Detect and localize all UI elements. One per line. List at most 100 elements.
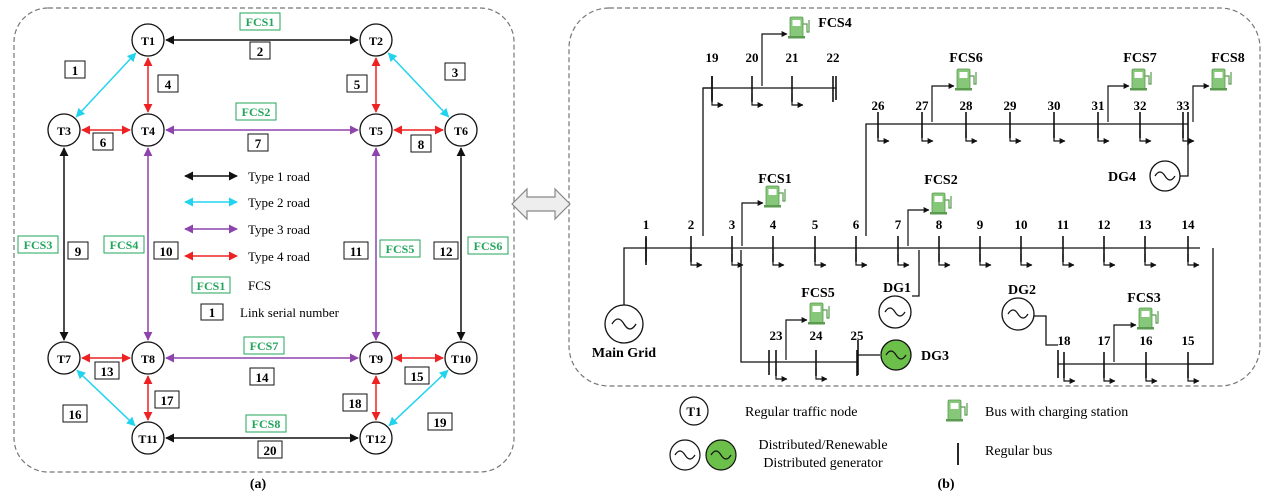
charging-station-icon-1 (764, 185, 786, 208)
traffic-node-label-t6: T6 (454, 124, 468, 138)
traffic-node-t7 (47, 341, 81, 375)
legend-fcs-sample: FCS1 (197, 279, 226, 293)
fcs-box-a-1 (239, 12, 281, 31)
traffic-node-label-t5: T5 (369, 124, 383, 138)
legend-type3-text: Type 3 road (248, 222, 310, 237)
link-number-box-12 (433, 241, 459, 260)
link-number-box-18 (342, 393, 368, 412)
road-link-3 (387, 52, 450, 118)
traffic-node-t10 (444, 341, 478, 375)
fcs-label-b-1: FCS1 (758, 172, 791, 187)
fcs-box-a-2 (235, 102, 277, 121)
road-link-1 (75, 52, 137, 118)
fcs-tap-3 (1113, 322, 1137, 362)
link-number-5: 5 (354, 77, 361, 92)
fcs-box-a-8 (245, 414, 287, 433)
bus-label-22: 22 (827, 50, 840, 65)
fcs-label-b-5: FCS5 (801, 286, 834, 301)
bus-load-16 (1145, 370, 1158, 384)
link-number-10: 10 (160, 244, 173, 259)
dg3-label: DG3 (921, 349, 949, 364)
bus-label-4: 4 (770, 217, 777, 232)
link-number-box-13 (94, 361, 120, 380)
link-number-4: 4 (165, 77, 172, 92)
traffic-node-label-t2: T2 (369, 34, 383, 48)
traffic-node-label-t12: T12 (366, 432, 386, 446)
traffic-node-t3 (47, 113, 81, 147)
legend-charging-station-icon (946, 399, 968, 422)
bus-label-20: 20 (746, 50, 759, 65)
fcs-tap-2 (907, 207, 930, 246)
legend-gen-text-2: Distributed generator (763, 456, 883, 471)
bus-label-10: 10 (1015, 217, 1028, 232)
link-number-11: 11 (350, 244, 362, 259)
legend-node-sample: T1 (686, 404, 701, 419)
legend-link-box (200, 303, 224, 321)
link-number-box-14 (249, 367, 275, 386)
link-number-18: 18 (349, 396, 363, 411)
bus-label-3: 3 (729, 217, 736, 232)
traffic-node-t11 (131, 421, 165, 455)
bus-label-27: 27 (916, 98, 930, 113)
bus-label-9: 9 (977, 217, 984, 232)
traffic-node-label-t7: T7 (57, 352, 71, 366)
link-number-7: 7 (255, 136, 262, 151)
bus-load-8 (938, 254, 951, 268)
charging-station-icon-3 (1137, 307, 1159, 330)
bus-label-23: 23 (770, 328, 784, 343)
legend-type4-text: Type 4 road (248, 249, 310, 264)
link-number-box-10 (153, 241, 179, 260)
fcs-box-a-4 (103, 235, 145, 254)
charging-station-icon-5 (808, 302, 830, 325)
traffic-node-t6 (444, 113, 478, 147)
fcs-label-a-2: FCS2 (242, 105, 271, 119)
fcs-label-a-3: FCS3 (24, 238, 53, 252)
traffic-node-label-t8: T8 (141, 352, 155, 366)
traffic-node-label-t1: T1 (141, 34, 155, 48)
bus-load-18 (1063, 370, 1076, 384)
bus-label-21: 21 (786, 50, 799, 65)
fcs-label-a-6: FCS6 (474, 239, 503, 253)
bus-load-2 (690, 254, 703, 268)
link-number-20: 20 (264, 443, 277, 458)
dg1-label: DG1 (883, 281, 911, 296)
traffic-node-label-t10: T10 (451, 352, 471, 366)
link-number-box-15 (404, 366, 430, 385)
link-number-box-20 (257, 440, 283, 459)
fcs-tap-7 (1107, 83, 1130, 122)
panel-b-label: (b) (937, 477, 954, 491)
bus-load-4 (772, 254, 785, 268)
fcs-label-b-3: FCS3 (1127, 291, 1160, 306)
fcs-label-b-4: FCS4 (818, 16, 851, 31)
fcs-tap-5 (785, 317, 808, 360)
link-number-box-8 (410, 134, 432, 153)
bus-label-29: 29 (1004, 98, 1018, 113)
fcs-label-b-7: FCS7 (1123, 51, 1156, 66)
legend-fcs-text: FCS (248, 278, 271, 293)
bus-label-5: 5 (812, 217, 819, 232)
dg2-label: DG2 (1008, 283, 1036, 298)
dg4-label: DG4 (1108, 170, 1136, 185)
bus-load-15 (1187, 370, 1200, 384)
bus-load-32 (1139, 130, 1152, 144)
link-number-2: 2 (257, 44, 264, 59)
link-number-19: 19 (434, 415, 448, 430)
traffic-node-t4 (131, 113, 165, 147)
traffic-node-t12 (359, 421, 393, 455)
legend-node-text: Regular traffic node (745, 405, 857, 420)
link-number-box-17 (154, 390, 180, 409)
bus-label-18: 18 (1058, 333, 1072, 348)
charging-station-icon-4 (788, 16, 810, 39)
link-number-15: 15 (411, 369, 425, 384)
bus-label-11: 11 (1057, 217, 1069, 232)
traffic-node-label-t9: T9 (369, 352, 383, 366)
bus-load-10 (1020, 254, 1033, 268)
bus-label-6: 6 (853, 217, 860, 232)
legend-type1-text: Type 1 road (248, 169, 310, 184)
link-number-6: 6 (100, 135, 107, 150)
link-number-box-4 (157, 74, 179, 93)
bus-load-9 (979, 254, 992, 268)
